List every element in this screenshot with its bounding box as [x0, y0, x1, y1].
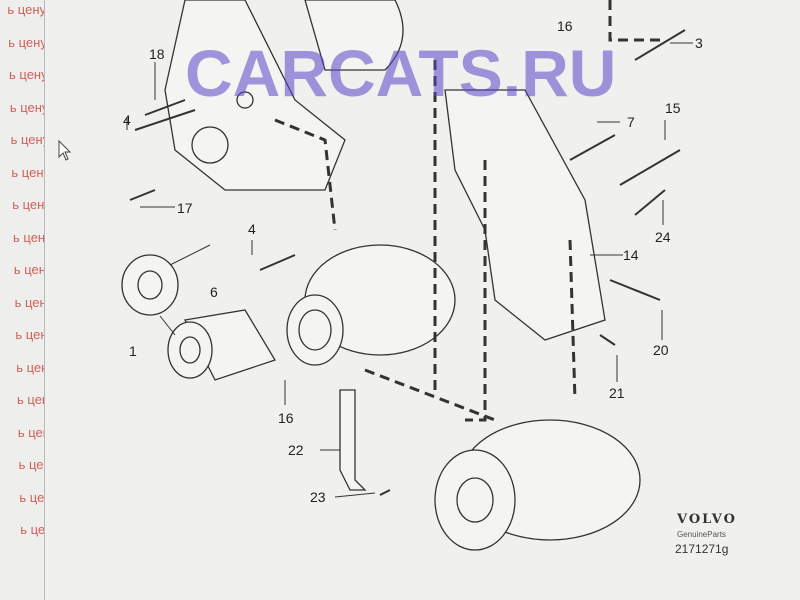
sidebar-price-link[interactable]: ь цену — [10, 132, 44, 147]
mouse-cursor-icon — [58, 140, 72, 161]
callout-16: 16 — [557, 18, 573, 34]
parts-diagram: CARCATS.RU 18 4 17 16 3 7 15 24 14 4 1 6… — [45, 0, 800, 600]
sidebar-price-link[interactable]: ь цену — [17, 392, 44, 407]
genuine-parts-label: GenuineParts — [677, 530, 726, 539]
callout-6: 6 — [210, 284, 218, 300]
callout-3: 3 — [695, 35, 703, 51]
sidebar-price-link[interactable]: ь цену — [20, 522, 45, 537]
callout-4: 4 — [248, 221, 256, 237]
callout-22: 22 — [288, 442, 304, 458]
sidebar-price-link[interactable]: ь цену — [9, 67, 45, 82]
watermark: CARCATS.RU — [185, 36, 617, 110]
callout-20: 20 — [653, 342, 669, 358]
volvo-logo: VOLVO — [677, 512, 737, 527]
callout-23: 23 — [310, 489, 326, 505]
callout-14: 14 — [623, 247, 639, 263]
dashed-guides — [274, 0, 665, 422]
sidebar: ь цену ь цену ь цену ь цену ь цену ь цену ь це… — [0, 0, 45, 600]
callout-24: 24 — [655, 229, 671, 245]
callout-16: 16 — [278, 410, 294, 426]
sidebar-price-link[interactable]: ь цену — [16, 359, 44, 375]
sidebar-price-link[interactable]: ь цену — [13, 262, 44, 277]
sidebar-price-link[interactable]: ь цену — [17, 424, 44, 440]
sidebar-price-link[interactable]: ь цену — [9, 99, 45, 115]
diagram-drawing — [121, 0, 693, 551]
sidebar-price-link[interactable]: ь цену — [15, 327, 44, 342]
callout-4: 4 — [123, 112, 131, 128]
strap-22 — [339, 389, 367, 491]
callout-21: 21 — [609, 385, 625, 401]
callout-17: 17 — [177, 200, 193, 216]
sidebar-price-link[interactable]: ь цену — [18, 457, 44, 472]
callout-15: 15 — [665, 100, 681, 116]
callout-1: 1 — [129, 343, 137, 359]
sidebar-price-link[interactable]: ь цену — [11, 164, 44, 180]
sidebar-price-link[interactable]: ь цену — [19, 489, 45, 505]
mount-bracket — [444, 89, 606, 341]
top-component — [304, 0, 404, 71]
engine-bracket — [164, 0, 346, 191]
sidebar-price-link[interactable]: ь цену — [14, 294, 44, 310]
bolts — [129, 29, 686, 496]
sidebar-price-link[interactable]: ь цену — [8, 34, 45, 50]
sidebar-price-link[interactable]: ь цену — [13, 229, 45, 245]
sidebar-price-link[interactable]: ь цену — [7, 2, 45, 17]
part-number: 2171271g — [675, 542, 729, 556]
leader-lines — [126, 42, 693, 498]
callout-7: 7 — [627, 114, 635, 130]
pulley-1 — [121, 254, 179, 316]
callout-18: 18 — [149, 46, 165, 62]
sidebar-price-link[interactable]: ь цену — [12, 197, 45, 212]
